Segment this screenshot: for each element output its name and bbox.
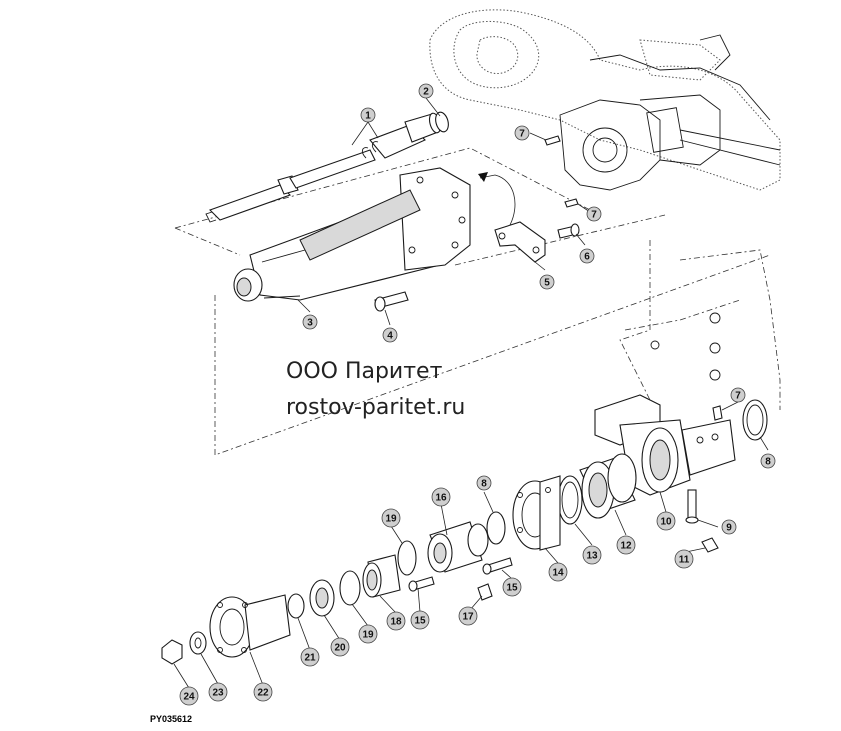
o-ring-lower [486, 511, 506, 545]
svg-text:18: 18 [390, 617, 402, 628]
svg-text:12: 12 [620, 541, 632, 552]
seal-ring [742, 399, 768, 441]
figure-code: PY035612 [150, 714, 192, 724]
o-ring [435, 111, 449, 133]
callout-7-right: 7 [730, 387, 746, 403]
hex-nut [161, 639, 183, 665]
needle-bearing [362, 554, 401, 598]
svg-text:7: 7 [519, 129, 525, 140]
cap-screws [408, 557, 513, 592]
grease-nipple [477, 583, 493, 601]
watermark-company: ООО Паритет [286, 359, 443, 384]
callout-2: 2 [418, 83, 434, 99]
svg-text:21: 21 [304, 653, 316, 664]
callout-5: 5 [539, 274, 555, 290]
bolt [374, 291, 409, 312]
watermark-website: rostov-paritet.ru [286, 395, 465, 420]
axle-housing-background [429, 9, 781, 191]
callout-18: 18 [386, 611, 406, 631]
callout-7-top: 7 [514, 125, 530, 141]
svg-text:17: 17 [462, 612, 474, 623]
callout-9: 9 [721, 519, 737, 535]
vertical-bolt [685, 489, 699, 524]
callout-11: 11 [674, 549, 694, 569]
snap-rings [339, 540, 417, 606]
callout-8-lower: 8 [476, 475, 492, 491]
svg-text:2: 2 [423, 87, 429, 98]
oil-seal [287, 593, 305, 619]
callout-12: 12 [616, 535, 636, 555]
svg-text:15: 15 [414, 616, 426, 627]
svg-text:8: 8 [481, 479, 487, 490]
bracket [494, 221, 546, 263]
svg-text:11: 11 [679, 555, 690, 566]
bearing-flange [512, 475, 561, 551]
rotation-arrow [479, 174, 516, 226]
callout-7-mid: 7 [586, 206, 602, 222]
svg-text:22: 22 [257, 688, 269, 699]
spacer-ring [557, 475, 583, 525]
callout-22: 22 [253, 682, 273, 702]
dowel-pins [544, 135, 723, 421]
svg-text:3: 3 [307, 318, 313, 329]
wheel-hub [209, 594, 291, 658]
svg-text:19: 19 [385, 514, 397, 525]
washer [189, 631, 207, 655]
svg-text:24: 24 [183, 692, 195, 703]
grease-fitting [701, 537, 719, 553]
svg-text:19: 19 [362, 630, 374, 641]
callout-15-right: 15 [502, 577, 522, 597]
svg-text:23: 23 [212, 688, 224, 699]
axle-shaft [205, 112, 442, 223]
leader-lines [173, 97, 769, 689]
callout-16: 16 [431, 487, 451, 507]
callout-6: 6 [579, 248, 595, 264]
svg-text:4: 4 [387, 331, 393, 342]
svg-text:15: 15 [506, 583, 518, 594]
svg-text:16: 16 [435, 493, 447, 504]
svg-text:5: 5 [544, 278, 550, 289]
svg-text:8: 8 [765, 457, 771, 468]
svg-text:10: 10 [660, 517, 672, 528]
svg-text:20: 20 [334, 643, 346, 654]
callout-15-left: 15 [410, 610, 430, 630]
svg-text:7: 7 [591, 210, 597, 221]
callout-19-top: 19 [381, 508, 401, 528]
callout-23: 23 [208, 682, 228, 702]
callout-19-bottom: 19 [358, 624, 378, 644]
bearing-cup [579, 453, 637, 519]
shaft-sleeve [427, 521, 489, 573]
spindle-housing [594, 394, 736, 496]
callout-8-right: 8 [760, 453, 776, 469]
callout-24: 24 [179, 686, 199, 706]
callout-17: 17 [458, 606, 478, 626]
svg-text:6: 6 [584, 252, 590, 263]
svg-text:9: 9 [726, 523, 732, 534]
callout-20: 20 [330, 637, 350, 657]
callout-13: 13 [582, 545, 602, 565]
axle-housing [233, 167, 471, 302]
svg-text:13: 13 [586, 551, 598, 562]
bolt-small [557, 223, 580, 239]
svg-text:14: 14 [552, 568, 564, 579]
svg-text:1: 1 [365, 111, 371, 122]
rotation-arrow-head [478, 172, 488, 182]
callout-10: 10 [656, 511, 676, 531]
svg-text:7: 7 [735, 391, 741, 402]
callout-4: 4 [382, 327, 398, 343]
tapered-bearing [309, 579, 335, 617]
callout-21: 21 [300, 647, 320, 667]
callout-3: 3 [302, 314, 318, 330]
frame-outline [619, 240, 781, 421]
callout-1: 1 [360, 107, 376, 123]
callout-14: 14 [548, 562, 568, 582]
